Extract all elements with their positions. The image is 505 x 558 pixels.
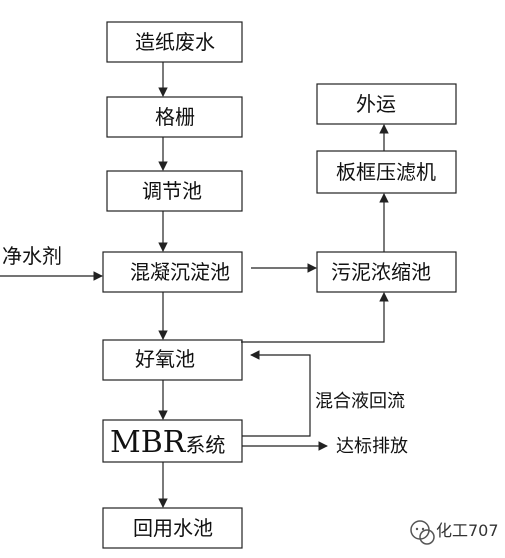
filter-press-box <box>316 150 457 194</box>
coagulation-sedimentation-label: 混凝沉淀池 <box>130 260 230 284</box>
mbr-system-box <box>102 419 243 463</box>
reuse-pool-label: 回用水池 <box>133 516 213 540</box>
arrow-mixed-liquor-return <box>242 350 311 437</box>
aerobic-pool-label: 好氧池 <box>135 347 195 371</box>
mbr-prefix: MBR <box>110 425 187 460</box>
mixed-liquor-return-label: 混合液回流 <box>315 391 405 412</box>
regulating-pool-box <box>106 170 243 212</box>
reuse-pool-box <box>102 507 243 549</box>
water-purifying-agent-label: 净水剂 <box>2 244 62 268</box>
paper-wastewater-label: 造纸废水 <box>135 30 215 54</box>
paper-wastewater-box <box>106 21 243 63</box>
grid-label: 格栅 <box>155 105 195 129</box>
arrow-sludge-return-to-thickener <box>241 292 389 343</box>
mbr-suffix: 系统 <box>185 433 225 457</box>
outward-transport-box <box>316 83 457 125</box>
filter-press-label: 板框压滤机 <box>336 160 436 184</box>
discharge-label: 达标排放 <box>336 436 408 457</box>
watermark: 化工707 <box>410 520 499 545</box>
mbr-system-label: MBR系统 <box>110 425 225 460</box>
regulating-pool-label: 调节池 <box>142 179 202 203</box>
watermark-text: 化工707 <box>436 521 499 540</box>
aerobic-pool-box <box>102 339 243 381</box>
outward-transport-label: 外运 <box>356 92 396 116</box>
coagulation-sedimentation-box <box>102 251 243 293</box>
wechat-icon <box>410 520 435 545</box>
sludge-thickener-box <box>316 251 457 293</box>
sludge-thickener-label: 污泥浓缩池 <box>331 260 431 284</box>
grid-box <box>106 96 243 138</box>
